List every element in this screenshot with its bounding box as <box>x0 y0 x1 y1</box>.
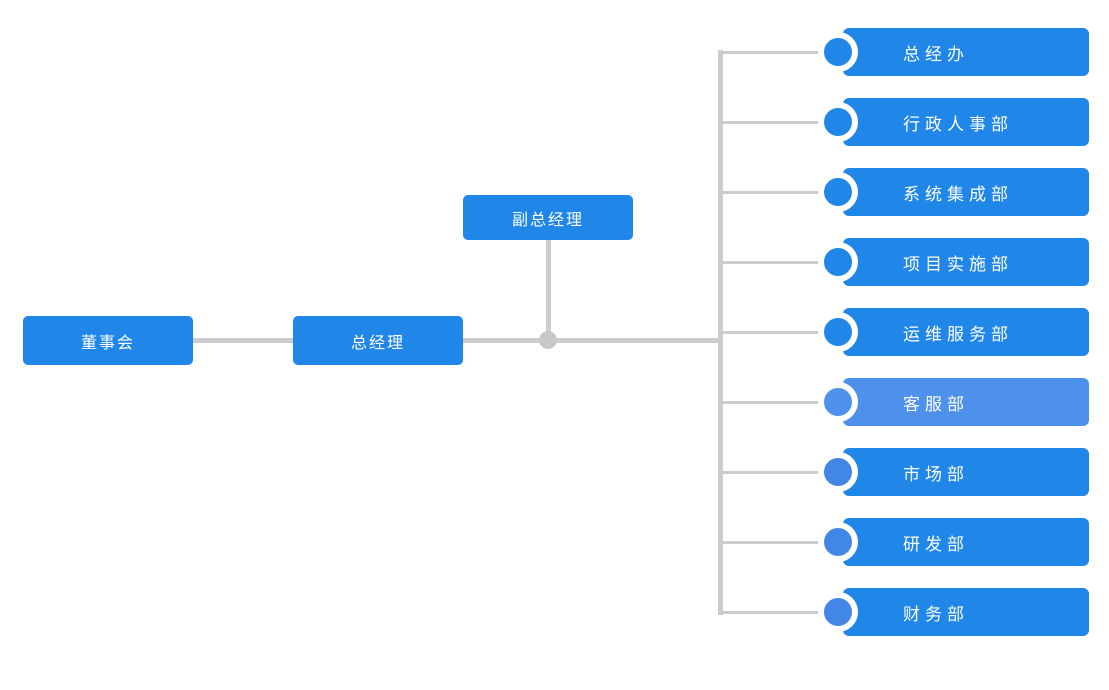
department-bar[interactable]: 系统集成部 <box>843 168 1089 216</box>
department-bullet-icon <box>818 242 858 282</box>
node-deputy-general-manager[interactable]: 副总经理 <box>463 195 633 240</box>
node-general-manager-label: 总经理 <box>350 334 405 352</box>
department-label: 财务部 <box>903 604 969 624</box>
connector-board-to-manager <box>193 338 293 343</box>
department-label: 运维服务部 <box>903 324 1013 344</box>
department-bar[interactable]: 总经办 <box>843 28 1089 76</box>
connector-branch <box>720 330 840 334</box>
department-bullet-icon <box>818 312 858 352</box>
department-label: 系统集成部 <box>903 184 1013 204</box>
department-bar[interactable]: 客服部 <box>843 378 1089 426</box>
connector-branch <box>720 400 840 404</box>
connector-deputy-drop <box>545 239 551 343</box>
connector-branch <box>720 540 840 544</box>
department-row: 财务部 <box>718 588 1109 636</box>
department-row: 研发部 <box>718 518 1109 566</box>
department-bullet-icon <box>818 592 858 632</box>
node-general-manager[interactable]: 总经理 <box>293 316 463 365</box>
connector-manager-to-spine <box>463 338 723 343</box>
node-deputy-general-manager-label: 副总经理 <box>511 211 584 229</box>
department-bar[interactable]: 运维服务部 <box>843 308 1089 356</box>
department-label: 总经办 <box>903 44 969 64</box>
department-label: 市场部 <box>903 464 969 484</box>
node-board[interactable]: 董事会 <box>23 316 193 365</box>
department-row-highlighted: 客服部 <box>718 378 1109 426</box>
department-label: 项目实施部 <box>903 254 1013 274</box>
department-label: 行政人事部 <box>903 114 1013 134</box>
department-row: 项目实施部 <box>718 238 1109 286</box>
node-board-label: 董事会 <box>80 334 135 352</box>
connector-branch <box>720 120 840 124</box>
department-bar[interactable]: 研发部 <box>843 518 1089 566</box>
department-bullet-icon <box>818 172 858 212</box>
connector-branch <box>720 260 840 264</box>
department-row: 运维服务部 <box>718 308 1109 356</box>
connector-branch <box>720 610 840 614</box>
department-row: 总经办 <box>718 28 1109 76</box>
department-bar[interactable]: 项目实施部 <box>843 238 1089 286</box>
department-row: 行政人事部 <box>718 98 1109 146</box>
department-row: 市场部 <box>718 448 1109 496</box>
department-label: 客服部 <box>903 394 969 414</box>
department-bullet-icon <box>818 452 858 492</box>
connector-branch <box>720 50 840 54</box>
junction-dot <box>539 331 557 349</box>
connector-branch <box>720 190 840 194</box>
department-bullet-icon <box>818 102 858 142</box>
department-bar[interactable]: 行政人事部 <box>843 98 1089 146</box>
department-bullet-icon <box>818 32 858 72</box>
department-bar[interactable]: 市场部 <box>843 448 1089 496</box>
department-row: 系统集成部 <box>718 168 1109 216</box>
connector-branch <box>720 470 840 474</box>
department-bullet-icon <box>818 522 858 562</box>
department-bullet-icon <box>818 382 858 422</box>
department-bar[interactable]: 财务部 <box>843 588 1089 636</box>
department-label: 研发部 <box>903 534 969 554</box>
